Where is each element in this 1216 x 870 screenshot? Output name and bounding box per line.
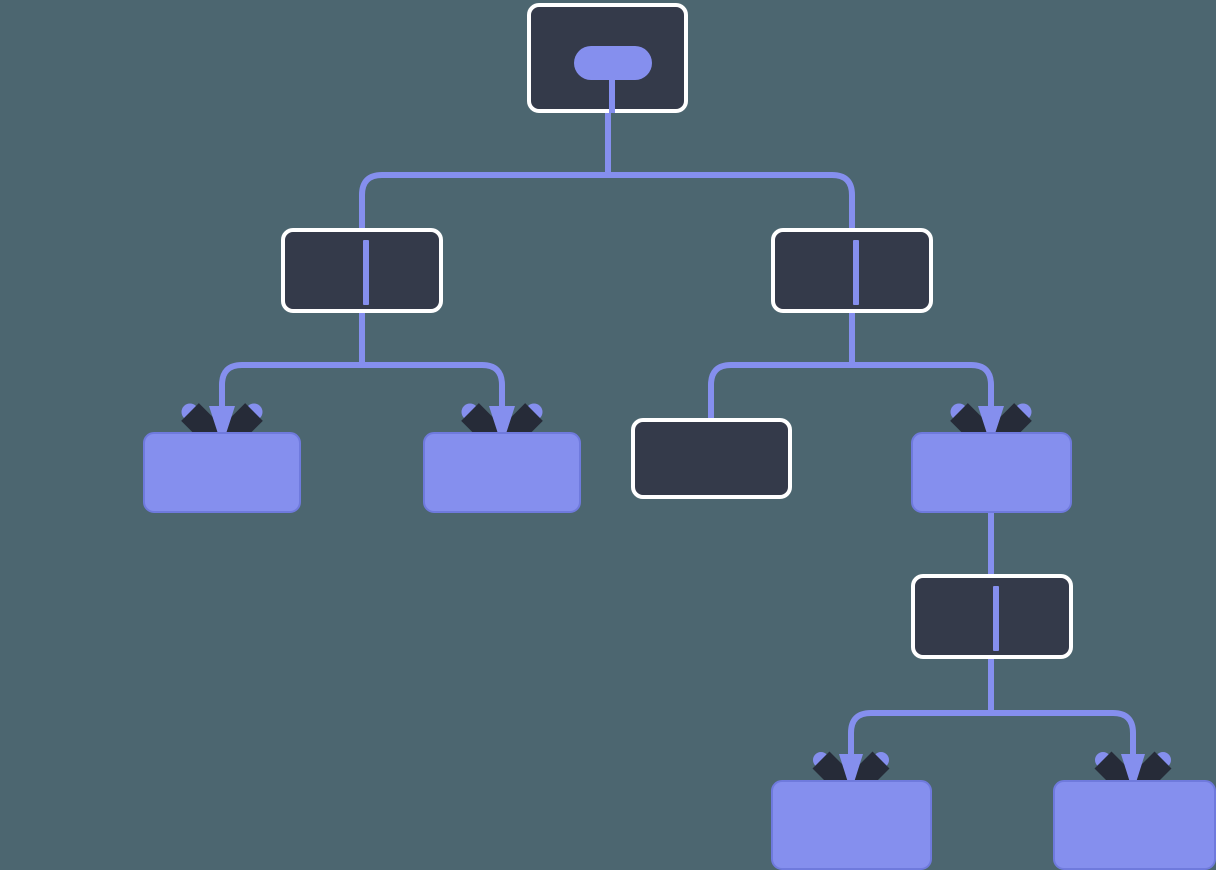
- tree-node-l5-leaf-1[interactable]: [771, 780, 932, 870]
- edge-l2-left-to-leaf2: [362, 362, 505, 434]
- tree-node-l3-leaf-4[interactable]: [911, 432, 1072, 513]
- tree-node-l2-right[interactable]: [771, 228, 933, 313]
- tree-node-l5-leaf-2[interactable]: [1053, 780, 1216, 870]
- edge-l2-right-to-dark3: [708, 362, 852, 420]
- edge-l4-to-leaf2: [991, 710, 1136, 782]
- tree-node-l4-dark[interactable]: [911, 574, 1073, 659]
- l2-right-pass-line: [853, 240, 859, 305]
- tree-node-l3-leaf-2[interactable]: [423, 432, 581, 513]
- root-stem-marker: [609, 80, 615, 113]
- edge-l2-left-to-leaf1: [219, 362, 362, 434]
- tree-node-l3-dark-3[interactable]: [631, 418, 792, 499]
- l4-pass-line: [993, 586, 999, 651]
- edge-root-to-l2-right: [608, 172, 855, 228]
- root-pill-marker: [574, 46, 652, 80]
- tree-node-root[interactable]: [527, 3, 688, 113]
- edge-l4-to-leaf1: [848, 710, 991, 782]
- tree-node-l2-left[interactable]: [281, 228, 443, 313]
- edge-l2-right-to-leaf4: [852, 362, 994, 434]
- edge-root-to-l2-left: [359, 172, 608, 228]
- l2-left-pass-line: [363, 240, 369, 305]
- tree-node-l3-leaf-1[interactable]: [143, 432, 301, 513]
